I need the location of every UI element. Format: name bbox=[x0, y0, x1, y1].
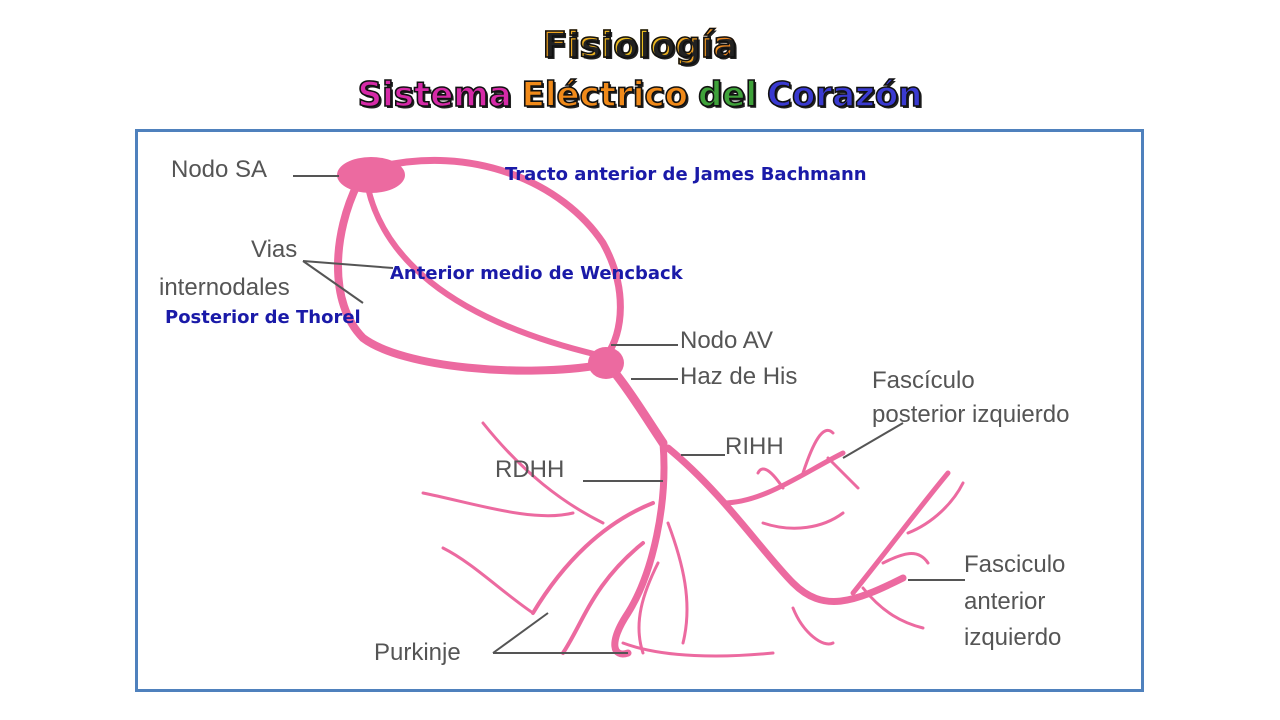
purkinje-right-2 bbox=[561, 541, 645, 655]
label-nodo-av: Nodo AV bbox=[680, 327, 773, 354]
posterior-fascicle-twig-4 bbox=[761, 511, 845, 530]
annotation-thorel: Posterior de Thorel bbox=[165, 307, 361, 328]
purkinje-right-7 bbox=[666, 521, 689, 645]
annotation-bachmann: Tracto anterior de James Bachmann bbox=[505, 164, 867, 185]
anterior-fascicle-twig-1 bbox=[906, 481, 965, 535]
av-node bbox=[588, 347, 624, 379]
label-purkinje: Purkinje bbox=[374, 639, 461, 666]
purkinje-right-1 bbox=[531, 501, 655, 615]
anterior-fascicle-twig-2 bbox=[881, 552, 930, 565]
title-word-del: del bbox=[697, 75, 758, 115]
anterior-fascicle bbox=[850, 470, 951, 596]
title-word-corazon: Corazón bbox=[766, 75, 923, 115]
label-internodales: internodales bbox=[159, 274, 290, 301]
conduction-system-diagram bbox=[293, 157, 965, 658]
label-fasciculo-anterior-3: izquierdo bbox=[964, 624, 1062, 651]
right-bundle-branch bbox=[611, 439, 668, 658]
sa-node bbox=[337, 157, 405, 193]
label-fasciculo-anterior-1: Fasciculo bbox=[964, 551, 1066, 578]
label-haz-his: Haz de His bbox=[680, 363, 798, 390]
posterior-fascicle-twig-1 bbox=[801, 429, 835, 475]
posterior-fascicle bbox=[720, 450, 846, 506]
posterior-fascicle-twig-3 bbox=[826, 456, 860, 490]
thorel-tract bbox=[334, 179, 605, 375]
purkinje-right-8 bbox=[637, 561, 660, 655]
left-bundle-branch bbox=[664, 444, 907, 605]
anterior-fascicle-twig-3 bbox=[861, 586, 925, 630]
label-fasciculo-posterior-1: Fascículo bbox=[872, 367, 975, 394]
wencback-tract bbox=[365, 185, 601, 358]
leader-vias-2 bbox=[302, 260, 364, 304]
purkinje-right-6 bbox=[621, 641, 775, 658]
leader-lines bbox=[293, 175, 965, 654]
annotation-wencback: Anterior medio de Wencback bbox=[390, 263, 683, 284]
title-fisiologia: Fisiología bbox=[0, 25, 1280, 66]
diagram-frame: Nodo SA Vias internodales Nodo AV Haz de… bbox=[135, 129, 1144, 692]
purkinje-right-3 bbox=[481, 421, 605, 525]
conduction-pathways bbox=[334, 157, 965, 658]
posterior-fascicle-twig-2 bbox=[756, 467, 785, 490]
label-vias: Vias bbox=[251, 236, 298, 263]
leader-fasciculo-posterior bbox=[842, 422, 904, 459]
title-line1: Fisiología bbox=[542, 25, 739, 66]
label-fasciculo-posterior-2: posterior izquierdo bbox=[872, 401, 1070, 428]
title-word-electrico: Eléctrico bbox=[521, 75, 689, 115]
purkinje-right-4 bbox=[421, 491, 575, 518]
title-word-sistema: Sistema bbox=[357, 75, 513, 115]
leader-vias-1 bbox=[302, 260, 394, 269]
purkinje-right-5 bbox=[441, 546, 535, 615]
label-rdhh: RDHH bbox=[495, 456, 565, 483]
label-fasciculo-anterior-2: anterior bbox=[964, 588, 1046, 615]
label-rihh: RIHH bbox=[725, 433, 784, 460]
anterior-fascicle-twig-4 bbox=[791, 606, 835, 646]
label-nodo-sa: Nodo SA bbox=[171, 156, 268, 183]
bachmann-tract bbox=[371, 157, 624, 359]
leader-purkinje-1 bbox=[492, 612, 549, 654]
